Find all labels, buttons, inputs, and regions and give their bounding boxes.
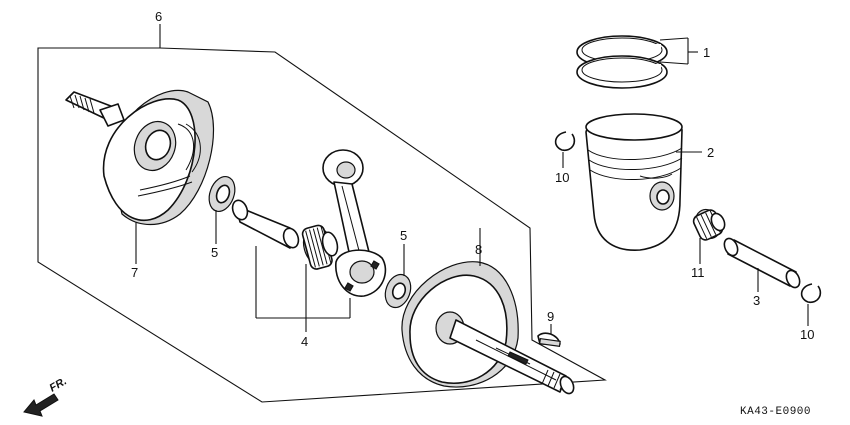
front-direction-label: FR.	[48, 375, 69, 394]
callout-pin-bearing: 11	[691, 265, 705, 280]
pin-needle-bearing	[692, 208, 726, 241]
diagram-code: KA43-E0900	[740, 406, 811, 418]
piston	[585, 113, 683, 251]
needle-bearing-big-end	[301, 224, 339, 270]
crank-pin	[231, 199, 300, 249]
callout-clip-upper: 10	[555, 170, 569, 185]
callout-woodruff-key: 9	[547, 309, 554, 324]
leader-lines	[135, 24, 809, 334]
callout-crank-left: 7	[131, 265, 138, 280]
piston-pin	[723, 237, 801, 289]
circlip-lower	[800, 283, 822, 304]
callout-piston: 2	[707, 145, 714, 160]
callout-washer-left: 5	[211, 245, 218, 260]
piston-rings	[576, 35, 668, 89]
circlip-upper	[554, 131, 576, 152]
washer-right	[384, 273, 412, 309]
callout-crankshaft-assy: 6	[155, 9, 162, 24]
right-crank-half	[401, 261, 575, 395]
woodruff-key	[537, 332, 561, 348]
callout-washer-right: 5	[400, 228, 407, 243]
callout-clip-lower: 10	[800, 327, 814, 342]
callout-rod-bearings: 4	[301, 334, 308, 349]
left-crank-half	[65, 89, 215, 225]
front-direction-arrow: FR.	[23, 375, 69, 417]
callout-piston-pin: 3	[753, 293, 760, 308]
callout-crank-right: 8	[475, 242, 482, 257]
assembly-outline	[37, 47, 607, 403]
callout-piston-rings: 1	[703, 45, 710, 60]
connecting-rod	[322, 149, 387, 297]
